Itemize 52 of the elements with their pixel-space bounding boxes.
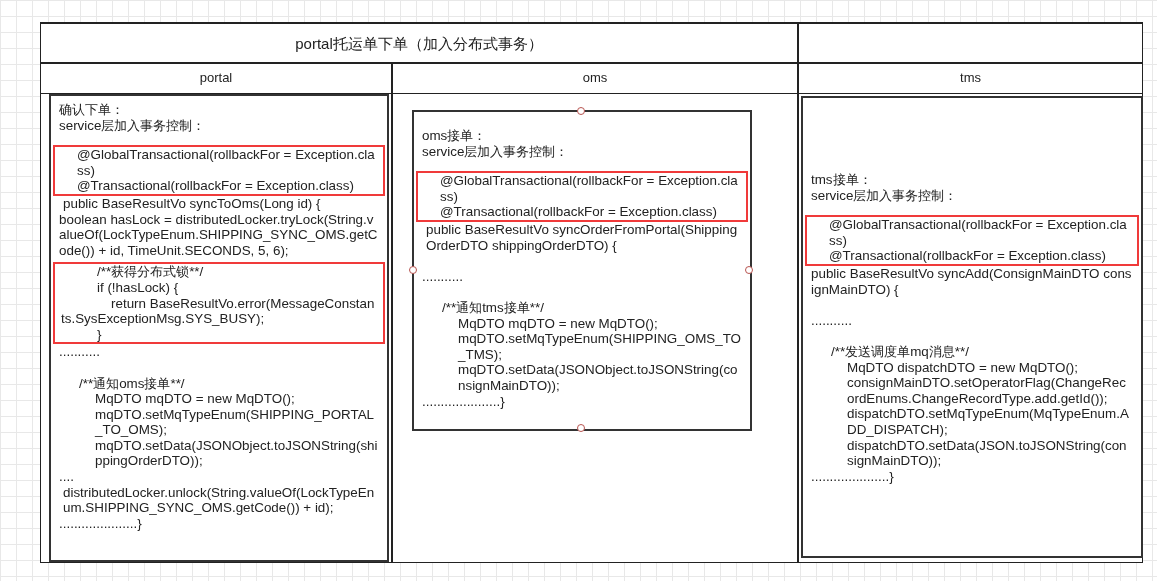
code-line: MqDTO mqDTO = new MqDTO(); <box>457 315 659 332</box>
code-line: service层加入事务控制： <box>422 143 570 160</box>
code-line: if (!hasLock) { <box>96 279 180 296</box>
code-line: consignMainDTO.setOperatorFlag(ChangeRecordEnums.ChangeRecordType.add.getId()); <box>846 375 1127 407</box>
code-line: MqDTO mqDTO = new MqDTO(); <box>94 391 296 407</box>
swimlane <box>392 63 798 563</box>
code-line: @GlobalTransactional(rollbackFor = Exception.class) <box>76 147 376 179</box>
code-line: @GlobalTransactional(rollbackFor = Exception.class) <box>828 217 1128 249</box>
code-line: tms接单： <box>811 172 873 188</box>
code-line: @Transactional(rollbackFor = Exception.class) <box>439 204 718 220</box>
code-line: } <box>96 326 103 343</box>
code-line: /**通知tms接单**/ <box>441 299 545 316</box>
lane-header: oms <box>393 64 797 94</box>
code-line: MqDTO dispatchDTO = new MqDTO(); <box>846 359 1080 376</box>
code-line: dispatchDTO.setMqTypeEnum(MqTypeEnum.ADD_DISPATCH); <box>846 406 1130 438</box>
code-line: oms接单： <box>422 128 488 144</box>
code-line: .....................} <box>811 468 895 485</box>
highlight-box <box>53 145 385 196</box>
code-line: public BaseResultVo syncToOms(Long id) { <box>62 195 322 212</box>
highlight-box <box>805 215 1139 266</box>
code-line: public BaseResultVo syncAdd(ConsignMainDTO consignMainDTO) { <box>811 265 1133 298</box>
code-line: distributedLocker.unlock(String.valueOf(LockTypeEnum.SHIPPING_SYNC_OMS.getCode()) + id); <box>62 484 376 516</box>
table-title: portal托运单下单（加入分布式事务） <box>294 34 544 54</box>
highlight-box <box>53 262 385 345</box>
highlight-box <box>416 171 748 222</box>
header-cell <box>798 22 1143 63</box>
code-line: return BaseResultVo.error(MessageConstants.SysExceptionMsg.SYS_BUSY); <box>61 295 376 327</box>
code-line: @GlobalTransactional(rollbackFor = Exception.class) <box>439 173 739 205</box>
code-box <box>412 110 752 431</box>
code-line: dispatchDTO.setData(JSON.toJSONString(consignMainDTO)); <box>846 437 1128 469</box>
code-line: mqDTO.setData(JSONObject.toJSONString(shippingOrderDTO)); <box>94 437 379 470</box>
code-line: /**获得分布式锁**/ <box>96 264 205 280</box>
code-line: @Transactional(rollbackFor = Exception.class) <box>828 248 1107 264</box>
code-line: 确认下单： <box>59 102 125 118</box>
code-line: service层加入事务控制： <box>59 117 207 134</box>
code-line: service层加入事务控制： <box>811 187 959 204</box>
code-line: ........... <box>59 344 101 360</box>
code-line: @Transactional(rollbackFor = Exception.class) <box>76 178 355 194</box>
code-line: .... <box>59 469 75 485</box>
code-line: /**通知oms接单**/ <box>78 375 186 392</box>
code-line: ........... <box>422 268 464 285</box>
lane-header: tms <box>799 64 1142 94</box>
code-line: public BaseResultVo syncOrderFromPortal(ShippingOrderDTO shippingOrderDTO) { <box>425 221 739 254</box>
code-line: ........... <box>811 312 853 329</box>
code-line: .....................} <box>59 515 143 532</box>
code-line: mqDTO.setMqTypeEnum(SHIPPING_PORTAL_TO_OMS); <box>93 406 376 438</box>
code-line: mqDTO.setData(JSONObject.toJSONString(consignMainDTO)); <box>457 362 739 394</box>
code-line: mqDTO.setMqTypeEnum(SHIPPING_OMS_TO_TMS); <box>456 331 742 363</box>
title-cell <box>40 22 798 63</box>
code-line: boolean hasLock = distributedLocker.tryLock(String.valueOf(LockTypeEnum.SHIPPING_SYNC_OMS.getCode()) + id, TimeUnit.SECONDS, 5, 6); <box>59 211 379 259</box>
code-line: /**发送调度单mq消息**/ <box>830 343 970 360</box>
code-line: .....................} <box>422 393 506 410</box>
